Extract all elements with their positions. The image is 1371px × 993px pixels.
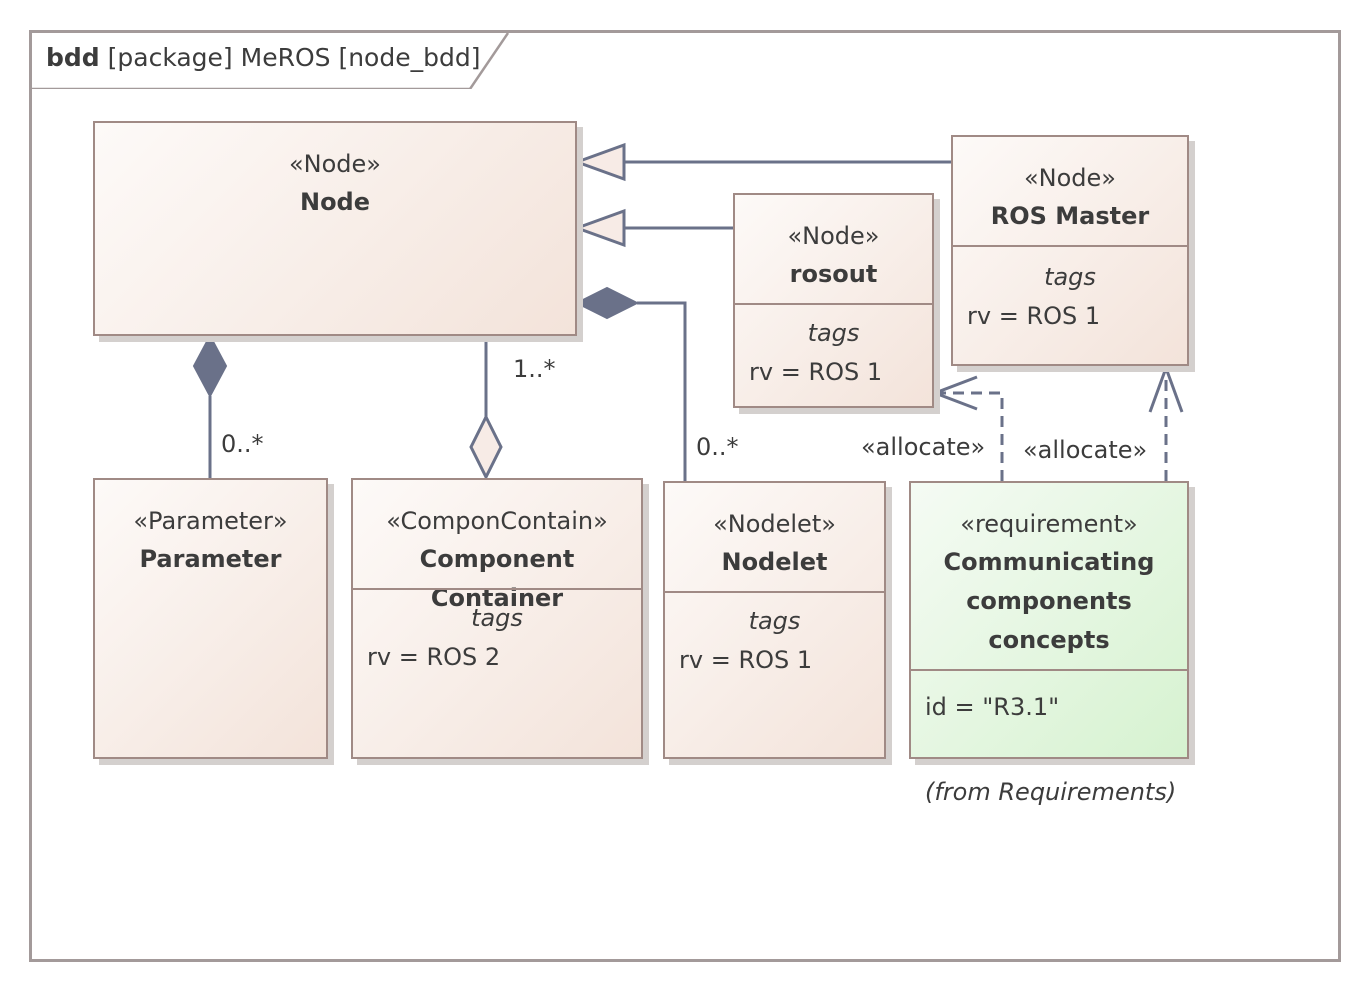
requirement-stereotype: «requirement» [960, 510, 1138, 538]
requirement-divider [911, 669, 1187, 671]
block-node[interactable]: «Node» Node [93, 121, 577, 336]
component-container-tags-label: tags [471, 604, 523, 632]
allocate-label-rosout: «allocate» [861, 433, 986, 461]
requirement-id: id = "R3.1" [925, 693, 1060, 721]
frame-kind: bdd [46, 43, 100, 72]
block-component-container[interactable]: «ComponContain» Component Container tags… [351, 478, 643, 759]
frame-tab [32, 33, 510, 89]
requirement-name-line-1: Communicating [943, 548, 1155, 576]
block-nodelet[interactable]: «Nodelet» Nodelet tags rv = ROS 1 [663, 481, 886, 759]
rosout-name: rosout [789, 260, 878, 288]
composition-parameter [192, 333, 228, 478]
multiplicity-container: 1..* [513, 355, 556, 383]
composition-nodelet [574, 286, 687, 481]
ros-master-name: ROS Master [990, 202, 1150, 230]
generalization-rosout [572, 208, 733, 248]
component-container-rv: rv = ROS 2 [367, 643, 501, 671]
nodelet-divider [665, 591, 884, 593]
component-container-divider [353, 588, 641, 590]
component-container-stereotype: «ComponContain» [386, 507, 608, 535]
node-stereotype: «Node» [288, 150, 381, 178]
requirement-name-line-2: components [966, 587, 1132, 615]
frame-name: [package] MeROS [node_bdd] [107, 43, 481, 72]
requirement-name-line-3: concepts [988, 626, 1110, 654]
block-ros-master[interactable]: «Node» ROS Master tags rv = ROS 1 [951, 135, 1189, 366]
nodelet-rv: rv = ROS 1 [679, 646, 813, 674]
requirement-origin-note: (from Requirements) [925, 778, 1177, 806]
parameter-name: Parameter [139, 545, 282, 573]
block-parameter[interactable]: «Parameter» Parameter [93, 478, 328, 759]
node-name: Node [299, 188, 371, 216]
allocate-rosout [930, 375, 1004, 481]
ros-master-divider [953, 245, 1187, 247]
nodelet-tags-label: tags [748, 607, 801, 635]
rosout-divider [735, 303, 932, 305]
frame-title: bdd [package] MeROS [node_bdd] [46, 43, 480, 72]
ros-master-tags-label: tags [1044, 263, 1096, 291]
rosout-rv: rv = ROS 1 [749, 358, 883, 386]
block-requirement[interactable]: «requirement» Communicating components c… [909, 481, 1189, 759]
diagram-frame [29, 30, 1341, 962]
block-rosout[interactable]: «Node» rosout tags rv = ROS 1 [733, 193, 934, 408]
aggregation-container [469, 336, 503, 481]
multiplicity-nodelet: 0..* [696, 433, 739, 461]
parameter-stereotype: «Parameter» [133, 507, 288, 535]
nodelet-stereotype: «Nodelet» [713, 510, 836, 538]
generalization-ros-master [572, 142, 951, 182]
ros-master-rv: rv = ROS 1 [967, 302, 1101, 330]
allocate-ros-master [1148, 363, 1184, 481]
ros-master-stereotype: «Node» [1023, 164, 1116, 192]
multiplicity-parameter: 0..* [221, 430, 264, 458]
rosout-stereotype: «Node» [787, 222, 880, 250]
allocate-label-master: «allocate» [1023, 436, 1148, 464]
rosout-tags-label: tags [807, 319, 860, 347]
nodelet-name: Nodelet [721, 548, 828, 576]
